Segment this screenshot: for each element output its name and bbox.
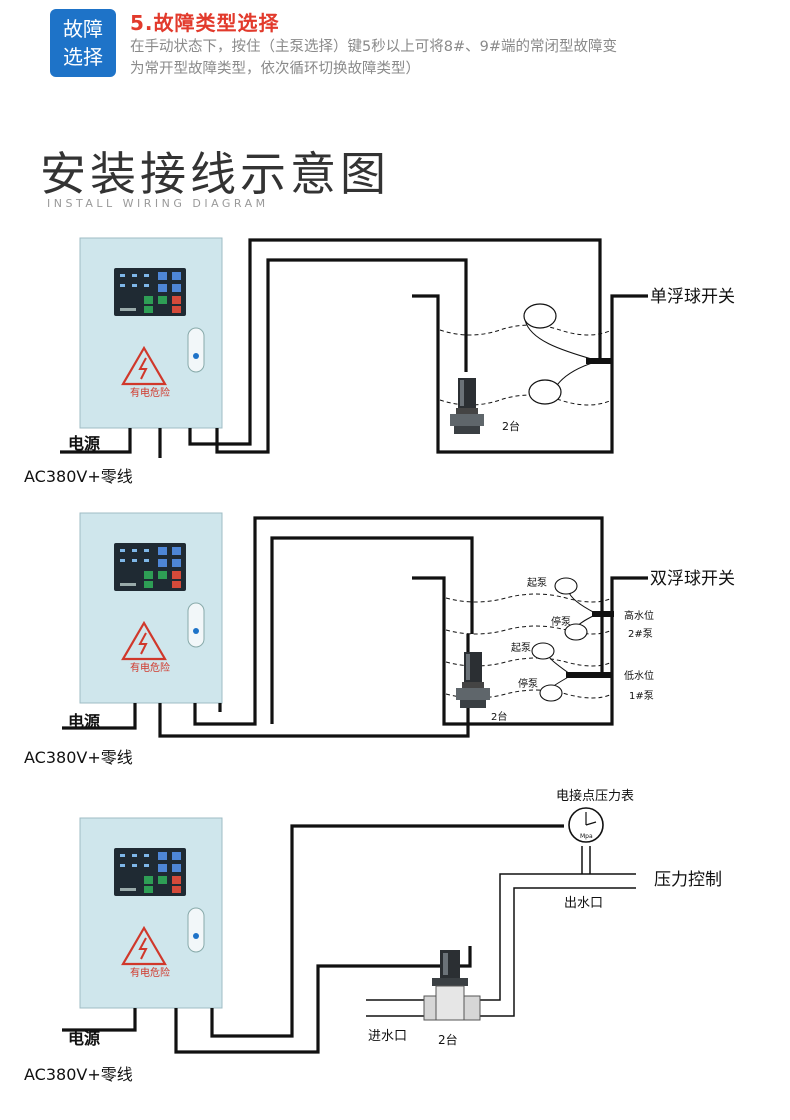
power-label-1: 电源 [68,434,100,453]
pump-3 [423,950,481,1021]
pump1-label: 1#泵 [629,690,654,702]
outlet-label: 出水口 [564,896,603,911]
supply-label-3: AC380V+零线 [24,1065,133,1084]
section-badge: 故障 选择 [50,9,116,77]
double-float-switch-label: 双浮球开关 [650,569,735,589]
badge-line1: 故障 [63,17,103,41]
page-title: 安装接线示意图 [40,147,390,201]
control-cabinet-2 [78,511,224,705]
section-description: 在手动状态下，按住（主泵选择）键5秒以上可将8#、9#端的常闭型故障变 为常开型… [130,36,770,80]
start-pump-label-2: 起泵 [511,642,531,654]
stop-pump-label-2: 停泵 [518,677,538,690]
inlet-label: 进水口 [368,1029,407,1044]
supply-label-1: AC380V+零线 [24,467,133,486]
pump-count-2: 2台 [491,710,507,723]
low-level-label: 低水位 [624,669,654,682]
gauge-label: 电接点压力表 [556,788,634,804]
badge-line2: 选择 [63,45,103,69]
supply-label-2: AC380V+零线 [24,748,133,767]
start-pump-label-1: 起泵 [527,577,547,589]
page-subtitle: INSTALL WIRING DIAGRAM [47,197,269,210]
pump2-label: 2#泵 [628,628,653,640]
stop-pump-label-1: 停泵 [551,615,571,628]
warning-label-2: 有电危险 [130,661,170,674]
description-line2: 为常开型故障类型，依次循环切换故障类型） [130,61,420,77]
high-level-label: 高水位 [624,609,654,622]
pressure-control-label: 压力控制 [654,870,722,890]
control-cabinet-3 [78,816,224,1010]
pump-2 [456,652,490,708]
warning-label-3: 有电危险 [130,966,170,979]
description-line1: 在手动状态下，按住（主泵选择）键5秒以上可将8#、9#端的常闭型故障变 [130,39,617,55]
control-cabinet-1 [78,236,224,430]
section-title: 5.故障类型选择 [130,11,280,35]
warning-label-1: 有电危险 [130,386,170,399]
power-label-3: 电源 [68,1029,100,1048]
gauge-unit-label: Mpa [580,833,593,840]
pump-count-3: 2台 [438,1032,458,1047]
single-float-switch-label: 单浮球开关 [650,287,735,307]
pump-1 [450,378,484,434]
power-label-2: 电源 [68,712,100,731]
pump-count-1: 2台 [502,419,520,433]
